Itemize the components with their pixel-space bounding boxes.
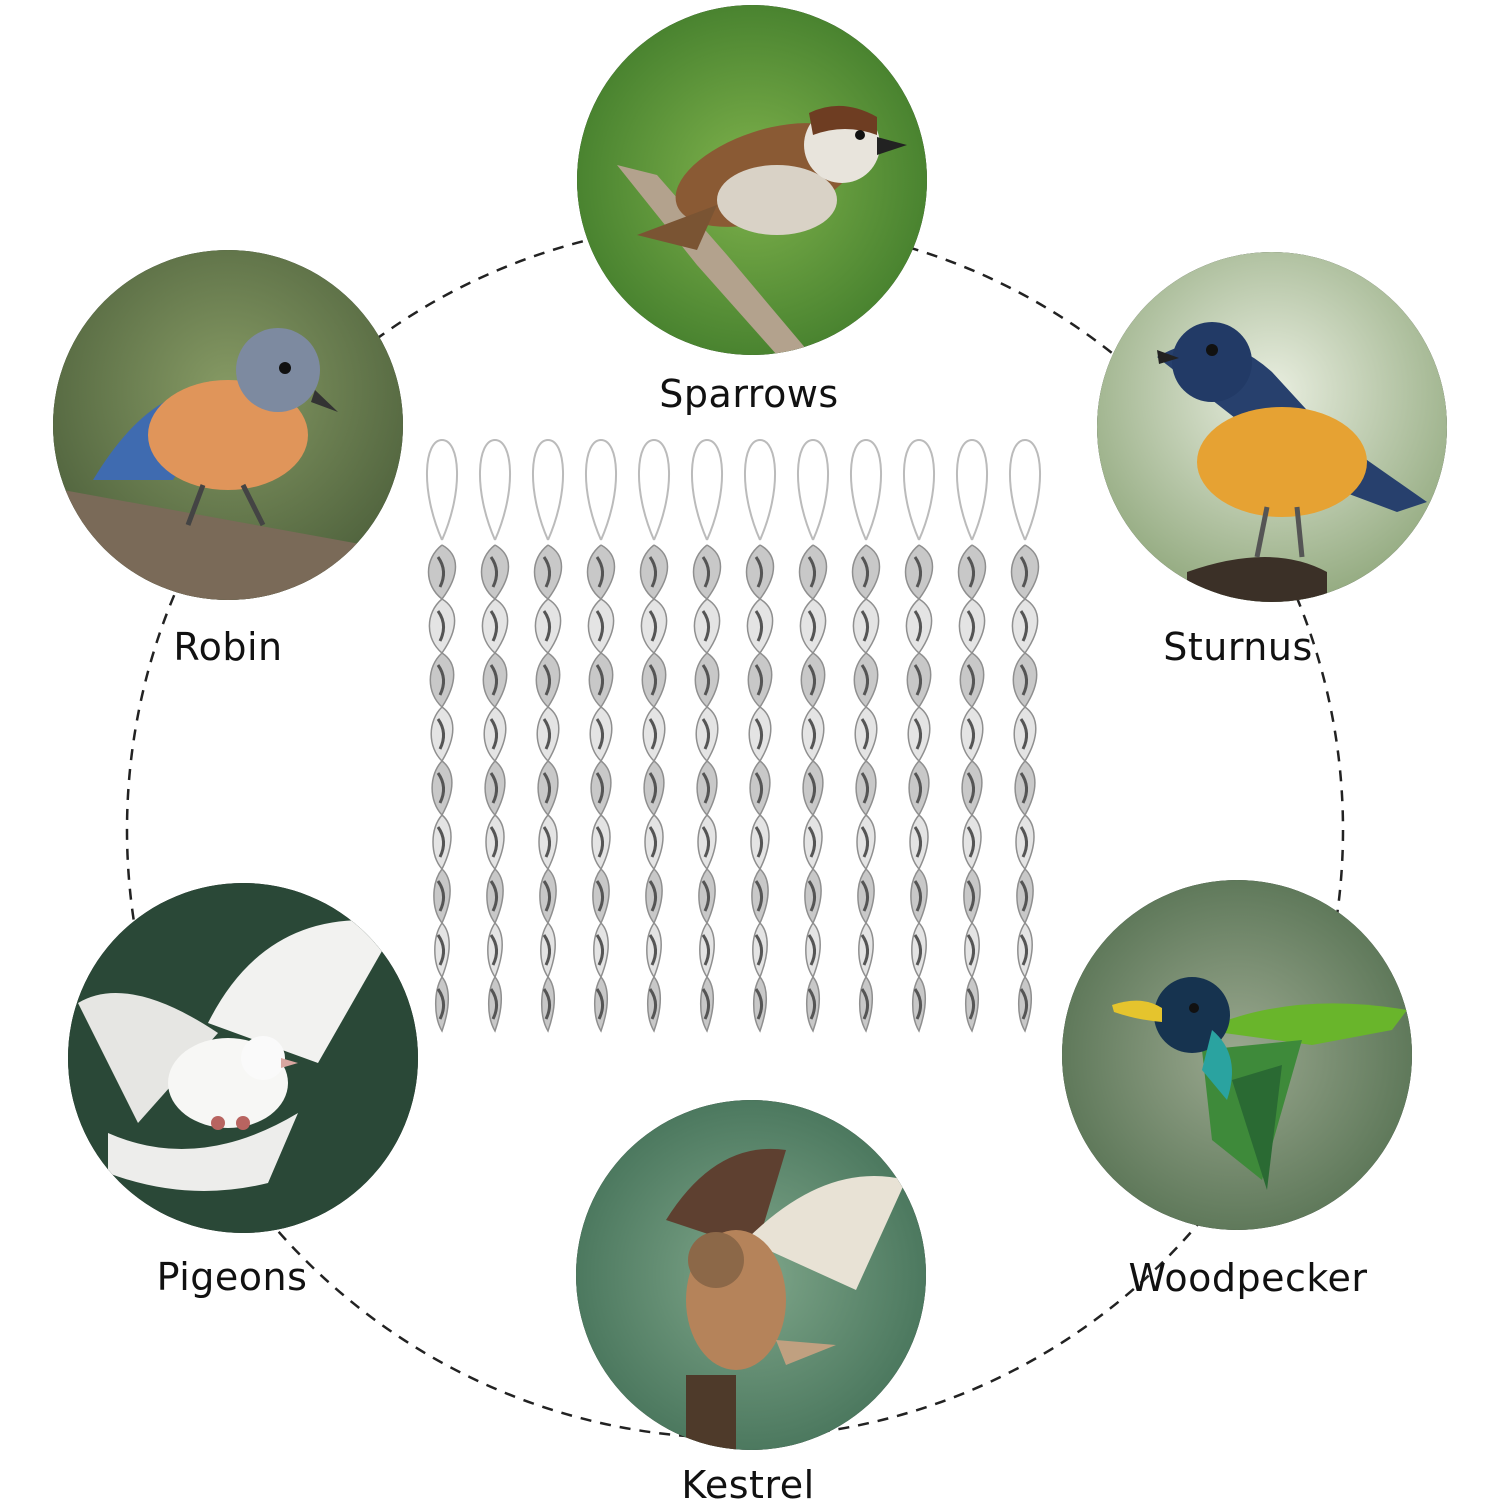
bird-label-sparrows: Sparrows <box>659 372 839 416</box>
spiral-repeller <box>479 438 511 1033</box>
bird-label-sturnus: Sturnus <box>1163 625 1313 669</box>
spiral-repeller <box>691 438 723 1033</box>
sturnus-photo <box>1097 252 1447 602</box>
spiral-repeller <box>638 438 670 1033</box>
kestrel-photo <box>576 1100 926 1450</box>
spiral-repeller <box>532 438 564 1033</box>
spiral-repeller <box>744 438 776 1033</box>
bird-label-woodpecker: Woodpecker <box>1128 1256 1368 1300</box>
spiral-repeller <box>585 438 617 1033</box>
bird-label-kestrel: Kestrel <box>681 1463 815 1507</box>
bird-label-robin: Robin <box>173 625 283 669</box>
sparrow-photo <box>577 5 927 355</box>
spiral-repeller <box>426 438 458 1033</box>
spiral-repeller <box>903 438 935 1033</box>
spiral-repeller <box>1009 438 1041 1033</box>
spiral-repeller <box>850 438 882 1033</box>
woodpecker-photo <box>1062 880 1412 1230</box>
bird-label-pigeons: Pigeons <box>156 1255 308 1299</box>
spiral-repeller <box>956 438 988 1033</box>
spiral-repeller-group <box>426 438 1041 1033</box>
robin-photo <box>53 250 403 600</box>
spiral-repeller <box>797 438 829 1033</box>
pigeon-photo <box>68 883 418 1233</box>
